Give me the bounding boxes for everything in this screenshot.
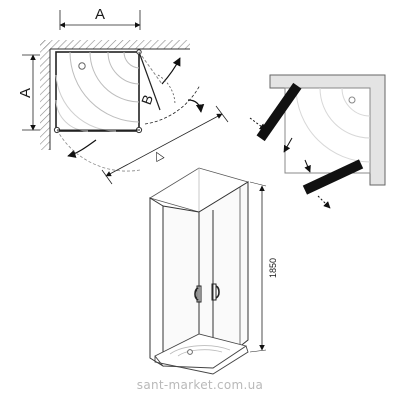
drain-icon xyxy=(78,62,86,70)
wall-shape xyxy=(269,74,386,186)
shower-tray xyxy=(53,49,143,134)
door-handle-icon xyxy=(194,283,220,303)
elevation-view: 1850 xyxy=(149,167,278,375)
drain-icon xyxy=(187,349,193,355)
wall-hatch xyxy=(40,40,190,150)
width-label: A xyxy=(95,6,105,23)
depth-label: A xyxy=(17,88,34,98)
dimension-width: A xyxy=(59,6,141,30)
watermark: sant-market.com.ua xyxy=(136,378,264,392)
diagonal-label: △ xyxy=(151,146,166,163)
drain-icon xyxy=(348,96,356,104)
door-panel-bottom xyxy=(302,159,364,209)
dimension-depth: A xyxy=(17,54,40,131)
door-label: B xyxy=(138,93,156,107)
door-panel-left xyxy=(249,82,302,153)
door-right: B xyxy=(138,51,205,125)
shower-tray-right xyxy=(284,87,371,174)
plan-view-left: A A B △ xyxy=(17,6,229,185)
plan-view-right xyxy=(249,74,386,209)
dimension-height: 1850 xyxy=(249,181,278,353)
height-label: 1850 xyxy=(268,258,278,278)
